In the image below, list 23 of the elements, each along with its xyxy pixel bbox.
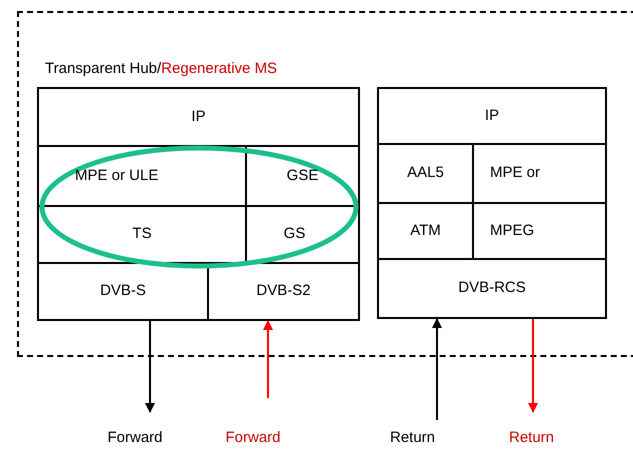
layer-name: AAL5: [407, 164, 444, 183]
heading-text: Transparent Hub/: [45, 59, 162, 79]
layer-name: ATM: [410, 222, 441, 240]
layer-name: DVB-S2: [256, 282, 311, 301]
layer-name: DVB-S: [100, 282, 146, 301]
direction-text: Return: [390, 429, 436, 448]
layer-name: MPEG: [490, 222, 534, 240]
layer-name: DVB-RCS: [458, 279, 526, 298]
arrow: [145, 321, 155, 413]
direction-text: Forward: [107, 429, 162, 448]
layer-name: TS: [132, 225, 152, 244]
layer-name: MPE or ULE: [75, 166, 158, 186]
direction-text: Forward: [225, 429, 280, 448]
heading-text: Regenerative MS: [161, 59, 278, 79]
arrow: [263, 320, 273, 398]
direction-text: Return: [508, 429, 554, 448]
layer-name: IP: [191, 108, 206, 126]
layer-name: IP: [484, 106, 500, 126]
layer-name: MPE or: [490, 164, 540, 183]
arrow: [528, 319, 538, 413]
layer-name: GSE: [286, 166, 318, 186]
arrow: [432, 318, 442, 420]
layer-name: GS: [284, 225, 306, 244]
